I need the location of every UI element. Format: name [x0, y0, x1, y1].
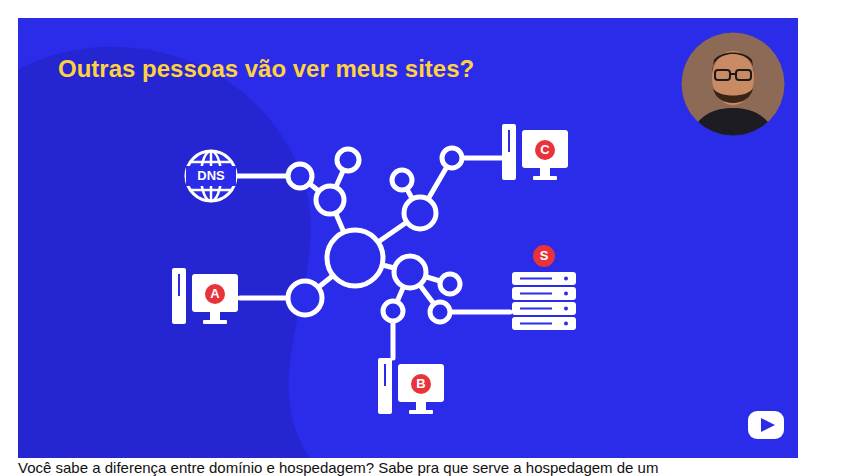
network-lines: [238, 158, 510, 358]
server-node: S: [508, 244, 580, 334]
network-hubs: [288, 148, 462, 322]
play-logo: [748, 411, 784, 439]
pc-icon: [376, 356, 448, 418]
pc-icon: [170, 266, 240, 328]
computer-node: B: [376, 356, 448, 418]
computer-node: C: [500, 122, 570, 184]
dns-label: DNS: [188, 166, 234, 186]
badge-letter: B: [411, 374, 431, 394]
webcam-presenter: [681, 32, 785, 140]
video-description: Você sabe a diferença entre domínio e ho…: [18, 459, 658, 476]
background-blob: [18, 47, 311, 458]
pc-icon: [500, 122, 570, 184]
slide-title: Outras pessoas vão ver meus sites?: [58, 55, 474, 83]
badge-letter: S: [534, 246, 554, 266]
badge-letter: C: [535, 140, 555, 160]
badge-letter: A: [205, 284, 225, 304]
dns-globe: DNS: [183, 148, 239, 204]
computer-node: A: [170, 266, 240, 328]
